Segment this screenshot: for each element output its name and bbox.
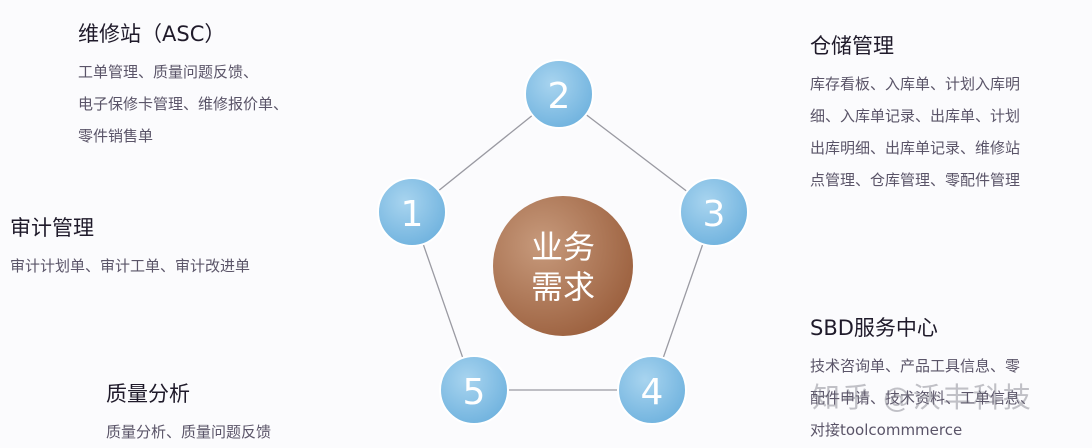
svg-text:4: 4 [641,372,664,413]
warehouse-line: 点管理、仓库管理、零配件管理 [810,171,1021,189]
node-5: 5 [439,355,509,425]
asc-line: 零件销售单 [78,127,154,145]
node-4: 4 [617,355,687,425]
quality-block: 质量分析 质量分析、质量问题反馈 [106,378,271,448]
audit-title: 审计管理 [10,216,94,240]
asc-line: 电子保修卡管理、维修报价单、 [78,95,289,113]
quality-title: 质量分析 [106,382,190,406]
sbd-line: 技术咨询单、产品工具信息、零 [810,357,1021,375]
node-2: 2 [524,59,594,129]
center-circle [493,196,633,336]
audit-line: 审计计划单、审计工单、审计改进单 [10,257,251,275]
node-1: 1 [377,177,447,247]
watermark: 知乎 @沃丰科技 [812,381,1033,414]
warehouse-line: 库存看板、入库单、计划入库明 [810,75,1021,93]
sbd-line: 配件申请、技术资料、工单信息、 [810,389,1036,407]
warehouse-block: 仓储管理 库存看板、入库单、计划入库明 细、入库单记录、出库单、计划 出库明细、… [810,30,1020,196]
svg-text:5: 5 [463,372,486,413]
warehouse-line: 细、入库单记录、出库单、计划 [810,107,1021,125]
warehouse-line: 出库明细、出库单记录、维修站 [810,139,1021,157]
audit-block: 审计管理 审计计划单、审计工单、审计改进单 [10,212,250,282]
quality-line: 质量分析、质量问题反馈 [106,423,272,441]
warehouse-title: 仓储管理 [810,34,894,58]
sbd-title: SBD服务中心 [810,316,938,340]
svg-text:3: 3 [703,194,726,235]
asc-block: 维修站（ASC） 工单管理、质量问题反馈、 电子保修卡管理、维修报价单、 零件销… [78,18,288,152]
svg-text:2: 2 [548,76,571,117]
sbd-block: SBD服务中心 技术咨询单、产品工具信息、零 配件申请、技术资料、工单信息、 对… [810,312,1035,446]
asc-title: 维修站（ASC） [78,22,226,46]
svg-text:1: 1 [401,194,424,235]
sbd-line: 对接toolcommmerce [810,421,963,439]
center-line2: 需求 [531,268,595,306]
center-line1: 业务 [531,228,595,266]
node-3: 3 [679,177,749,247]
asc-line: 工单管理、质量问题反馈、 [78,63,259,81]
